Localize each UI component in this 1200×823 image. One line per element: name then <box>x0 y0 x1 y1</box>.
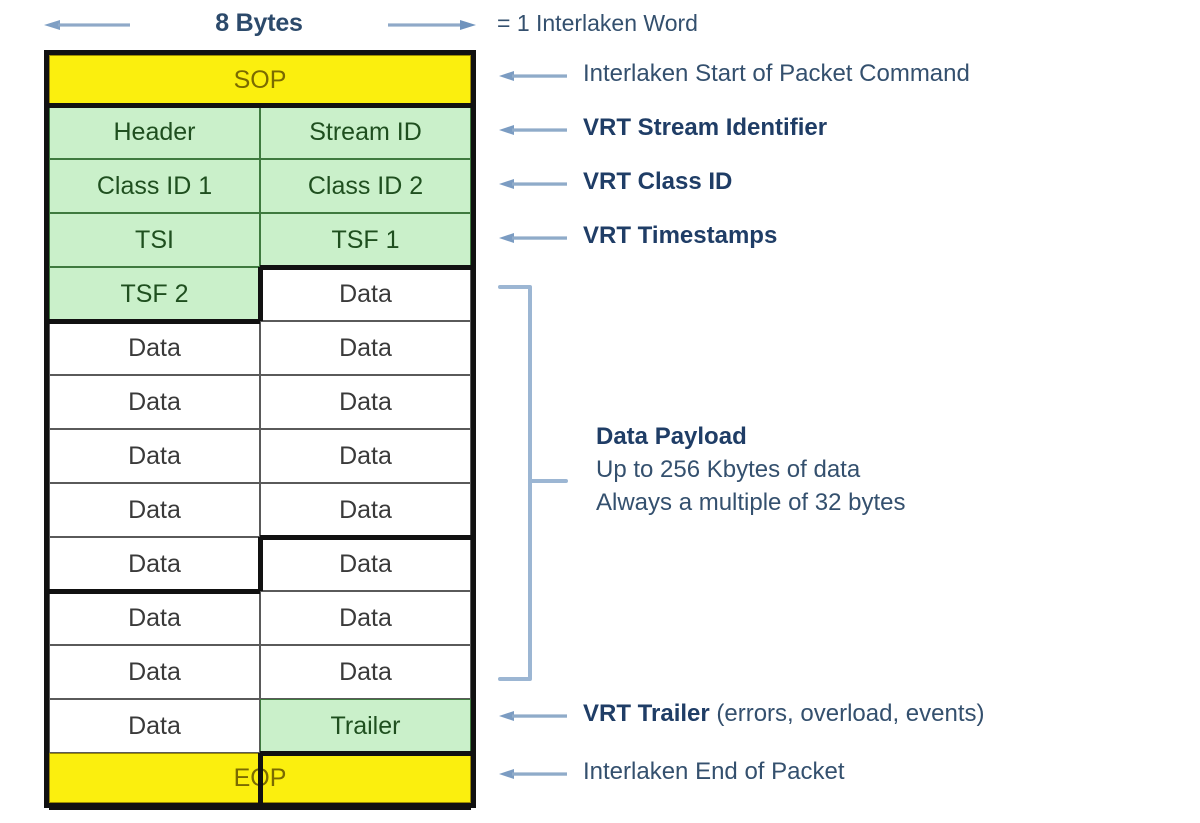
packet-cell-classid-0: Class ID 1 <box>49 159 260 213</box>
annotation-label-classid-text: VRT Class ID <box>583 168 733 195</box>
annotation-label-trailer: VRT Trailer (errors, overload, events) <box>583 700 985 728</box>
packet-cell-data6-0: Data <box>49 591 260 645</box>
data-payload-annotation: Data Payload Up to 256 Kbytes of data Al… <box>596 420 1116 519</box>
arrow-right-icon <box>388 20 476 30</box>
packet-cell-trailer-0: Data <box>49 699 260 753</box>
annotation-label-timestamp: VRT Timestamps <box>583 222 777 250</box>
packet-cell-data4-0: Data <box>49 483 260 537</box>
annotation-label-streamid: VRT Stream Identifier <box>583 114 827 142</box>
annotation-arrow-left-icon <box>499 711 567 721</box>
annotation-label-classid: VRT Class ID <box>583 168 732 196</box>
packet-cell-data5-1: Data <box>260 537 471 591</box>
curly-brace-right-icon <box>498 285 568 681</box>
packet-cell-timestamp1-1: TSF 1 <box>260 213 471 267</box>
payload-title: Data Payload <box>596 423 747 450</box>
boundary-line-vertical <box>257 537 263 591</box>
packet-cell-trailer-1: Trailer <box>260 699 471 753</box>
annotation-arrow-left-icon <box>499 71 567 81</box>
packet-cell-data3-0: Data <box>49 429 260 483</box>
annotation-label-trailer-suffix: (errors, overload, events) <box>709 700 985 727</box>
boundary-line-horizontal <box>49 588 260 594</box>
packet-cell-data2-1: Data <box>260 375 471 429</box>
packet-row-sop: SOP <box>49 55 471 105</box>
annotation-label-eop: Interlaken End of Packet <box>583 758 845 786</box>
packet-cell-data2-0: Data <box>49 375 260 429</box>
packet-cell-data7-0: Data <box>49 645 260 699</box>
boundary-line-horizontal <box>260 534 471 540</box>
packet-cell-timestamp1-0: TSI <box>49 213 260 267</box>
boundary-line-horizontal <box>49 102 471 108</box>
payload-capacity-line: Up to 256 Kbytes of data <box>596 456 861 484</box>
interlaken-word-label: = 1 Interlaken Word <box>497 10 698 36</box>
annotation-arrow-left-icon <box>499 233 567 243</box>
packet-cell-data6-1: Data <box>260 591 471 645</box>
packet-cell-data5-0: Data <box>49 537 260 591</box>
annotation-arrow-left-icon <box>499 769 567 779</box>
packet-cell-timestamp2-1: Data <box>260 267 471 321</box>
annotation-arrow-left-icon <box>499 179 567 189</box>
packet-cell-classid-1: Class ID 2 <box>260 159 471 213</box>
packet-cell-data4-1: Data <box>260 483 471 537</box>
bytes-label: 8 Bytes <box>215 9 303 37</box>
boundary-line-horizontal <box>49 318 260 324</box>
packet-cell-header-1: Stream ID <box>260 105 471 159</box>
packet-cell-timestamp2-0: TSF 2 <box>49 267 260 321</box>
annotation-arrow-left-icon <box>499 125 567 135</box>
annotation-label-trailer-text: VRT Trailer <box>583 700 710 727</box>
packet-cell-data3-1: Data <box>260 429 471 483</box>
annotation-label-sop: Interlaken Start of Packet Command <box>583 60 970 88</box>
annotation-label-sop-text: Interlaken Start of Packet Command <box>583 60 970 87</box>
annotation-label-eop-text: Interlaken End of Packet <box>583 758 845 785</box>
packet-cell-data7-1: Data <box>260 645 471 699</box>
packet-cell-data1-1: Data <box>260 321 471 375</box>
annotation-label-streamid-text: VRT Stream Identifier <box>583 114 828 141</box>
annotation-label-timestamp-text: VRT Timestamps <box>583 222 778 249</box>
boundary-line-horizontal <box>260 750 471 756</box>
packet-cell-sop-0: SOP <box>49 55 471 105</box>
boundary-line-horizontal <box>49 804 471 810</box>
arrow-left-icon <box>44 20 130 30</box>
boundary-line-vertical <box>257 753 263 807</box>
scale-legend: 8 Bytes = 1 Interlaken Word <box>0 0 1200 48</box>
boundary-line-horizontal <box>260 264 471 270</box>
payload-multiple-line: Always a multiple of 32 bytes <box>596 489 906 517</box>
packet-cell-data1-0: Data <box>49 321 260 375</box>
packet-cell-header-0: Header <box>49 105 260 159</box>
boundary-line-vertical <box>257 267 263 321</box>
